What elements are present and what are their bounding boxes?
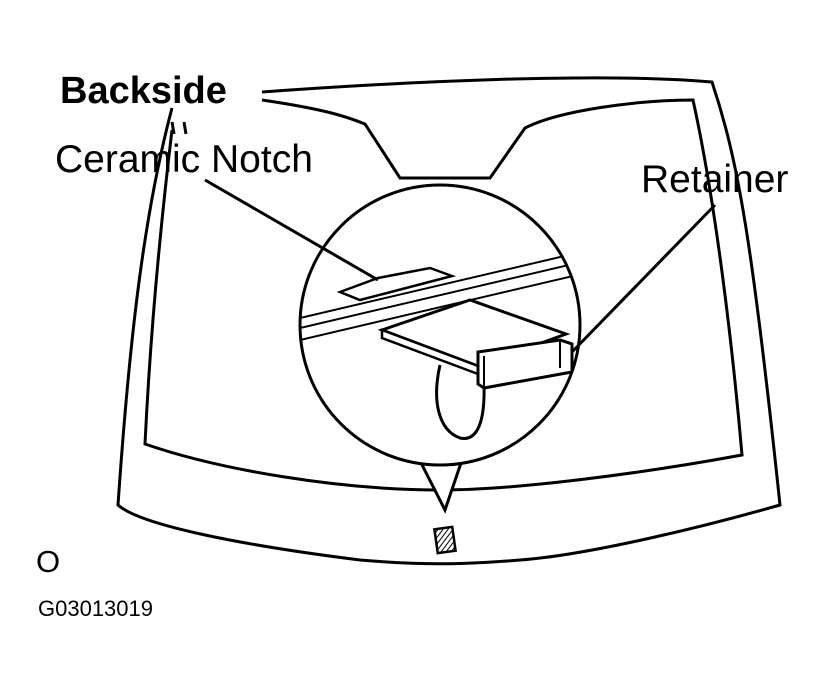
ceramic-notch-leader (204, 178, 379, 282)
retainer-location-marker (433, 525, 457, 555)
retainer-leader (570, 203, 717, 354)
retainer-tongue (435, 364, 486, 440)
backside-label: Backside (60, 70, 227, 112)
retainer-label: Retainer (641, 158, 789, 201)
windshield-inner-border (143, 98, 744, 492)
magnifier-pointer (416, 456, 464, 514)
ceramic-notch-label: Ceramic Notch (55, 138, 313, 181)
ceramic-notch-shape (336, 266, 457, 302)
figure-code: G03013019 (38, 596, 153, 621)
view-mark: O (36, 544, 61, 579)
windshield-outer-edge (116, 76, 782, 566)
dash-mark (170, 121, 176, 135)
dash-mark (182, 121, 188, 135)
